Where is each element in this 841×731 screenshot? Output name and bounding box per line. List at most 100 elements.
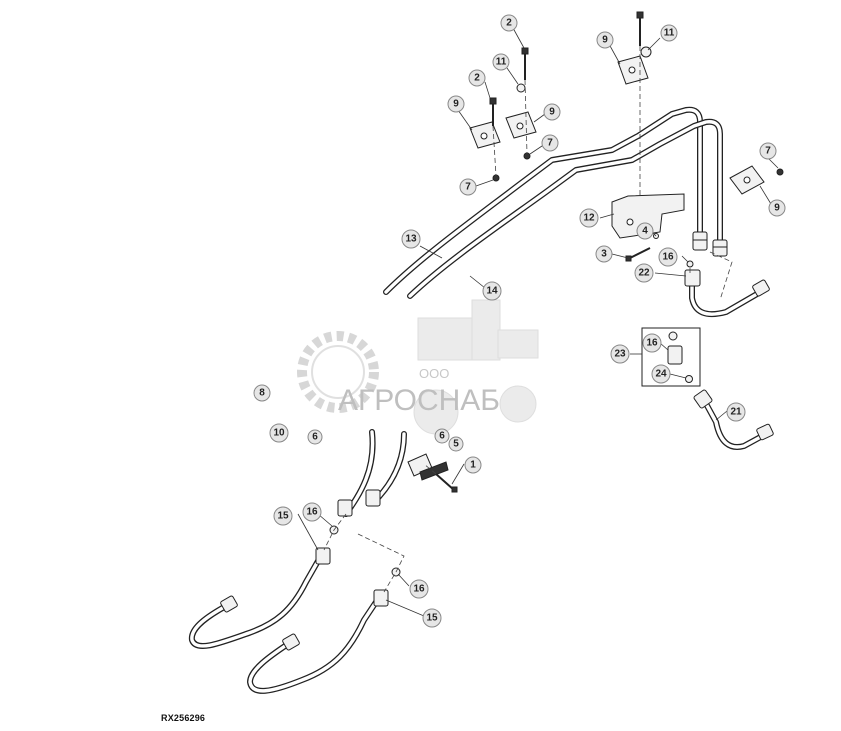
svg-text:3: 3 (601, 249, 607, 260)
svg-text:9: 9 (549, 107, 555, 118)
centerline-bolt-2-left (492, 125, 497, 177)
watermark-gear-icon (297, 331, 379, 413)
pipe-14-lower-fitting (365, 489, 381, 507)
svg-text:15: 15 (277, 511, 289, 522)
svg-text:7: 7 (465, 182, 471, 193)
plate-5 (419, 461, 449, 481)
callout-16-left: 16 (302, 502, 322, 522)
callout-11-top: 11 (660, 24, 678, 42)
pipe-13-lower-fitting (337, 499, 353, 517)
svg-text:2: 2 (506, 18, 512, 29)
hose-15-lower (247, 589, 389, 694)
bolt-2-middle (521, 47, 529, 80)
svg-text:16: 16 (306, 507, 318, 518)
callout-1: 1 (464, 456, 482, 474)
svg-text:4: 4 (642, 226, 648, 237)
svg-text:16: 16 (413, 584, 425, 595)
svg-text:8: 8 (259, 388, 265, 399)
callout-11-middle: 11 (492, 53, 510, 71)
pipe-13 (383, 106, 703, 295)
nut-7-c (776, 168, 784, 176)
callout-14: 14 (482, 281, 502, 301)
svg-text:14: 14 (486, 286, 498, 297)
bracket-12 (611, 193, 685, 239)
leader-lines (297, 27, 779, 617)
clamp-9-middle (505, 111, 537, 139)
hose-21 (693, 389, 774, 450)
callout-10: 10 (269, 423, 289, 443)
svg-text:1: 1 (470, 460, 476, 471)
callout-16-kit: 16 (642, 333, 662, 353)
kit-23-box (641, 327, 701, 387)
svg-text:9: 9 (774, 203, 780, 214)
callout-2-left: 2 (468, 69, 486, 87)
bolt-2-top (636, 11, 644, 46)
callout-5: 5 (448, 436, 464, 452)
callout-15-lower: 15 (422, 608, 442, 628)
svg-text:5: 5 (453, 439, 459, 450)
svg-text:11: 11 (664, 28, 675, 39)
centerline-bolt-1 (423, 463, 437, 475)
svg-text:7: 7 (547, 138, 553, 149)
watermark-line1: ООО (419, 366, 449, 381)
svg-text:2: 2 (474, 73, 480, 84)
svg-text:16: 16 (662, 252, 674, 263)
svg-text:16: 16 (646, 338, 658, 349)
callout-16-right: 16 (409, 579, 429, 599)
callout-16-upper: 16 (658, 247, 678, 267)
hose-22 (684, 269, 770, 318)
svg-text:6: 6 (439, 431, 445, 442)
clamp-9-right (729, 165, 765, 195)
callout-3: 3 (595, 245, 613, 263)
centerline-lower-left (323, 513, 347, 551)
callout-9-right: 9 (768, 199, 786, 217)
centerline-bolt-2-middle (524, 79, 528, 155)
svg-text:15: 15 (426, 613, 438, 624)
callout-21: 21 (726, 402, 746, 422)
watermark-harvester-icon (413, 299, 539, 435)
svg-text:10: 10 (273, 428, 285, 439)
svg-text:6: 6 (312, 432, 318, 443)
svg-text:12: 12 (583, 213, 595, 224)
svg-text:23: 23 (614, 349, 626, 360)
spacer-11-left (516, 83, 526, 93)
watermark-line2: АГРОСНАБ (338, 384, 500, 417)
centerline-kit (709, 251, 733, 301)
bolt-1 (435, 473, 458, 493)
pipe-13-fitting (692, 231, 708, 251)
callout-4: 4 (636, 222, 654, 240)
callout-8: 8 (253, 384, 271, 402)
callout-22: 22 (634, 263, 654, 283)
hose-15-upper (188, 547, 331, 649)
callout-24: 24 (651, 364, 671, 384)
bolt-2-left (489, 97, 497, 126)
callout-6-right: 6 (434, 428, 450, 444)
o-ring-16-upper (686, 260, 694, 268)
svg-text:22: 22 (638, 268, 650, 279)
callout-9-top: 9 (596, 31, 614, 49)
pipe-14-fitting (712, 239, 728, 257)
bolt-3 (625, 247, 651, 262)
callout-7-a: 7 (541, 134, 559, 152)
svg-text:21: 21 (730, 407, 742, 418)
svg-text:9: 9 (602, 35, 608, 46)
svg-text:11: 11 (496, 57, 507, 68)
callout-7-b: 7 (459, 178, 477, 196)
svg-text:9: 9 (453, 99, 459, 110)
callout-9-left: 9 (447, 95, 465, 113)
callout-15-upper: 15 (273, 506, 293, 526)
callout-12: 12 (579, 208, 599, 228)
watermark: ООО АГРОСНАБ (297, 299, 539, 435)
callout-13: 13 (401, 229, 421, 249)
figure-reference-code: RX256296 (161, 713, 206, 723)
callout-23: 23 (610, 344, 630, 364)
callout-2-middle: 2 (500, 14, 518, 32)
callout-6-left: 6 (307, 429, 323, 445)
callout-9-middle: 9 (543, 103, 561, 121)
pipe-14 (407, 118, 723, 299)
clamp-9-left (469, 121, 501, 149)
svg-text:7: 7 (765, 146, 771, 157)
svg-text:24: 24 (655, 369, 667, 380)
svg-text:13: 13 (405, 234, 417, 245)
